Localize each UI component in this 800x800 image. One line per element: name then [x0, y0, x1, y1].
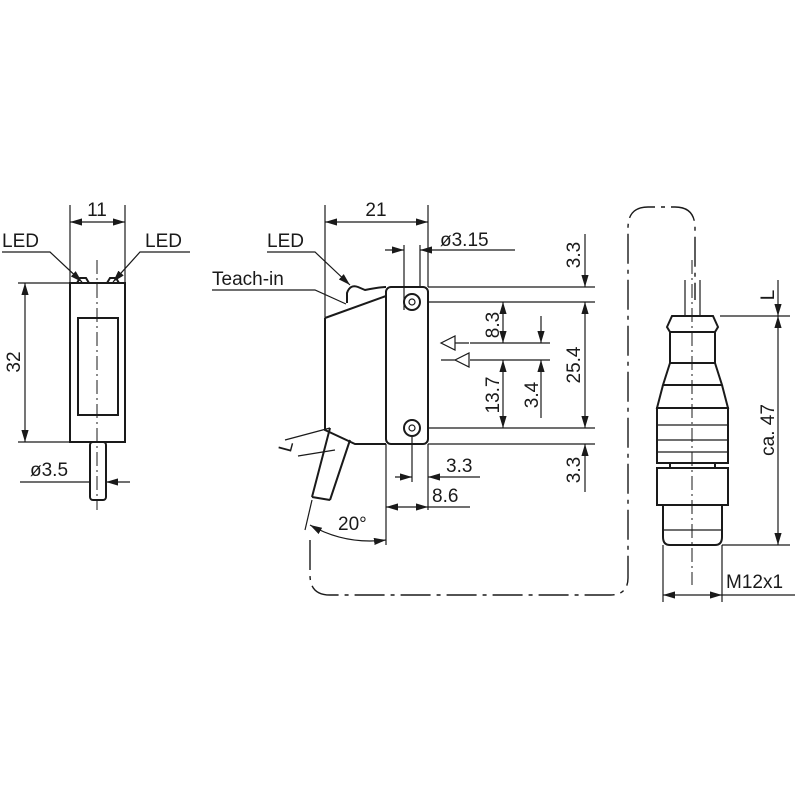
- thread-end: [662, 505, 723, 546]
- cable-angle-dim: 20°: [338, 514, 367, 535]
- top-offset-dim: 3.3: [564, 242, 585, 268]
- bottom-offset-dim: 3.3: [564, 457, 585, 483]
- led-left-label: LED: [2, 231, 39, 252]
- length-dim: ca. 47: [758, 404, 779, 456]
- plate-depth-dim: 8.6: [432, 486, 458, 507]
- mounting-hole-top: [403, 293, 421, 311]
- side-view: 21 LED Teach-in ø3.15 3.3 25.4 3.3 8.3 1…: [212, 200, 595, 546]
- optical-spacing-dim: 3.4: [522, 381, 543, 408]
- angled-cable: [311, 427, 351, 501]
- cable-length-label: L: [758, 290, 779, 301]
- width-dim: 11: [87, 200, 107, 221]
- hole-spacing-dim: 25.4: [564, 346, 585, 383]
- housing-body: [324, 295, 387, 445]
- cable-diameter-dim: ø3.5: [30, 460, 68, 481]
- length-dim: 21: [365, 200, 386, 221]
- front-plate: [385, 286, 429, 445]
- lens-window: [77, 317, 119, 416]
- height-dim: 32: [4, 351, 25, 372]
- cable-continuation-outline: [309, 206, 696, 596]
- receiver-arrow-icon: [441, 352, 470, 368]
- hole-edge-dim: 3.3: [446, 456, 472, 477]
- teach-in-label: Teach-in: [212, 269, 284, 290]
- emitter-arrow-icon: [439, 335, 469, 351]
- hole-diameter-dim: ø3.15: [440, 230, 489, 251]
- connector-view: L ca. 47 M12x1: [655, 260, 795, 602]
- cable: [89, 441, 107, 501]
- emitter-offset-dim: 8.3: [483, 312, 504, 338]
- led-label: LED: [267, 231, 304, 252]
- thread-dim: M12x1: [726, 572, 783, 593]
- front-view: 11 LED LED 32 ø3.5: [2, 200, 190, 510]
- cable-length-label: L: [275, 439, 298, 455]
- led-bump: [346, 285, 387, 303]
- led-right-label: LED: [145, 231, 182, 252]
- receiver-offset-dim: 13.7: [483, 377, 504, 414]
- mounting-hole-bottom: [403, 419, 421, 437]
